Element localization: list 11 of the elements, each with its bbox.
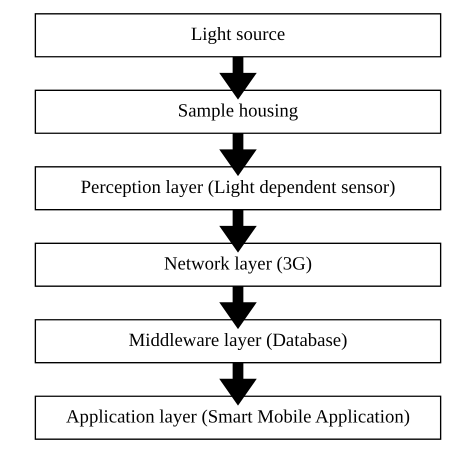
arrow — [219, 133, 257, 176]
node-box: Perception layer (Light dependent sensor) — [34, 166, 442, 210]
node-box: Sample housing — [34, 90, 442, 134]
node-box: Middleware layer (Database) — [34, 319, 442, 364]
node-box: Light source — [34, 13, 442, 58]
arrow — [219, 286, 257, 330]
arrow — [219, 210, 257, 253]
node-box: Network layer (3G) — [34, 242, 442, 287]
arrow — [219, 362, 257, 406]
node-box: Application layer (Smart Mobile Application) — [34, 396, 442, 440]
arrow — [219, 56, 257, 100]
